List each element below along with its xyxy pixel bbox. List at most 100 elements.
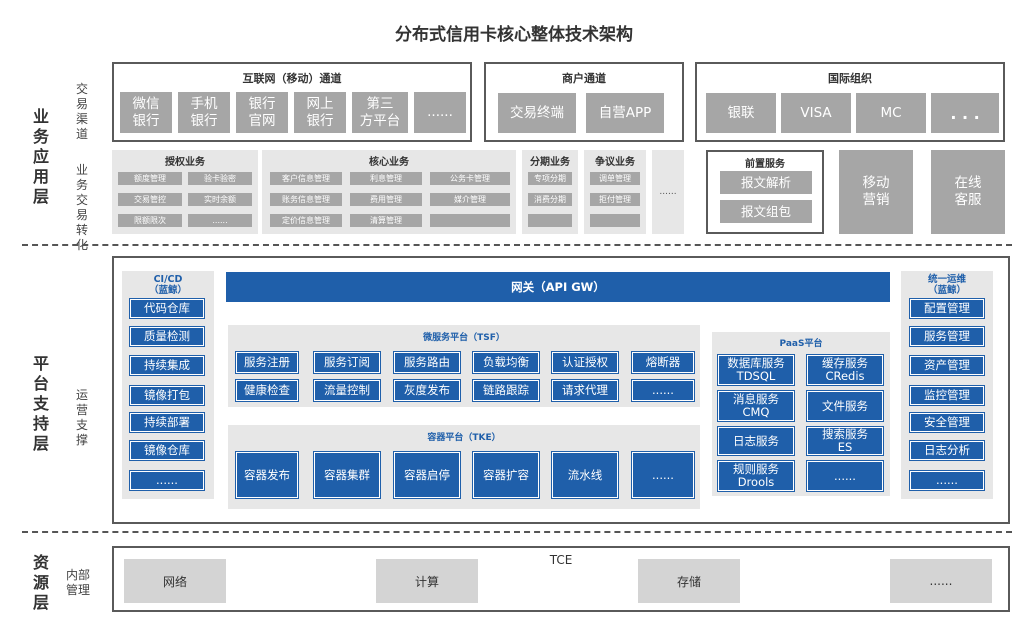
core-item-4: 账务信息管理	[270, 193, 342, 206]
dispute-item-2: 拒付管理	[590, 193, 640, 206]
page-title: 分布式信用卡核心整体技术架构	[395, 24, 633, 45]
core-item-6: 媒介管理	[430, 193, 510, 206]
tsf-item-1: 服务注册	[236, 352, 298, 373]
bank-website-box: 银行 官网	[236, 92, 288, 133]
compute-box: 计算	[376, 559, 478, 603]
paas-item-2: 缓存服务 CRedis	[807, 355, 883, 385]
install-item-2: 消费分期	[528, 193, 572, 206]
third-party-box: 第三 方平台	[352, 92, 408, 133]
core-item-8: 清算管理	[350, 214, 422, 227]
paas-item-6: 搜索服务 ES	[807, 427, 883, 455]
ops-item-4: 监控管理	[910, 386, 984, 405]
channel-sublabel: 交 易 渠 道	[75, 82, 88, 141]
resource-layer-label: 资 源 层	[32, 553, 49, 612]
resource-more-box: ......	[890, 559, 992, 603]
internal-sublabel: 内部 管理	[65, 568, 90, 597]
tke-item-6: ......	[632, 452, 694, 498]
auth-title: 授权业务	[165, 157, 205, 168]
mobile-bank-box: 手机 银行	[178, 92, 230, 133]
ops-item-6: 日志分析	[910, 441, 984, 460]
install-item-1: 专项分期	[528, 172, 572, 185]
intl-org-title: 国际组织	[828, 72, 872, 85]
auth-item-5: 限额限次	[118, 214, 182, 227]
ops-title: 统一运维 （蓝鲸）	[927, 274, 966, 296]
tke-item-1: 容器发布	[236, 452, 298, 498]
paas-item-8: ......	[807, 461, 883, 491]
mc-box: MC	[856, 93, 926, 133]
ops-item-1: 配置管理	[910, 299, 984, 318]
tsf-title: 微服务平台（TSF）	[423, 333, 505, 343]
biz-more-panel: ......	[652, 150, 684, 234]
platform-layer-label: 平 台 支 持 层	[32, 354, 49, 453]
auth-item-4: 实时余额	[188, 193, 252, 206]
code-repo-box: 代码仓库	[130, 299, 204, 318]
auth-item-2: 验卡验密	[188, 172, 252, 185]
tsf-item-2: 服务订阅	[314, 352, 380, 373]
core-item-9	[430, 214, 510, 227]
network-box: 网络	[124, 559, 226, 603]
ops-item-3: 资产管理	[910, 356, 984, 375]
tsf-item-9: 灰度发布	[394, 380, 460, 401]
tke-item-5: 流水线	[552, 452, 618, 498]
core-item-3: 公务卡管理	[430, 172, 510, 185]
online-bank-box: 网上 银行	[294, 92, 346, 133]
quality-check-box: 质量检测	[130, 327, 204, 346]
online-service-box: 在线 客服	[931, 150, 1005, 234]
tsf-item-12: ......	[632, 380, 694, 401]
core-title: 核心业务	[369, 157, 409, 168]
dispute-title: 争议业务	[595, 157, 635, 168]
core-item-1: 客户信息管理	[270, 172, 342, 185]
dispute-item-1: 调单管理	[590, 172, 640, 185]
unionpay-box: 银联	[706, 93, 776, 133]
core-item-5: 费用管理	[350, 193, 422, 206]
internet-channel-title: 互联网（移动）通道	[242, 72, 342, 85]
image-repo-box: 镜像仓库	[130, 441, 204, 460]
separator-1	[22, 244, 1012, 246]
auth-item-3: 交易管控	[118, 193, 182, 206]
tsf-item-8: 流量控制	[314, 380, 380, 401]
mobile-marketing-box: 移动 营销	[839, 150, 913, 234]
install-title: 分期业务	[530, 157, 570, 168]
own-app-box: 自营APP	[586, 93, 664, 133]
separator-2	[22, 531, 1012, 533]
paas-item-3: 消息服务 CMQ	[718, 391, 794, 421]
paas-item-4: 文件服务	[807, 391, 883, 421]
visa-box: VISA	[781, 93, 851, 133]
auth-item-6: ......	[188, 214, 252, 227]
channel-more-box: ......	[414, 92, 466, 133]
storage-box: 存储	[638, 559, 740, 603]
paas-item-1: 数据库服务 TDSQL	[718, 355, 794, 385]
tke-item-2: 容器集群	[314, 452, 380, 498]
tsf-item-11: 请求代理	[552, 380, 618, 401]
paas-item-5: 日志服务	[718, 427, 794, 455]
auth-item-1: 额度管理	[118, 172, 182, 185]
tce-label: TCE	[549, 553, 573, 567]
tsf-item-7: 健康检查	[236, 380, 298, 401]
front-service-title: 前置服务	[745, 159, 785, 170]
terminal-box: 交易终端	[498, 93, 576, 133]
ci-box: 持续集成	[130, 356, 204, 375]
api-gateway-bar: 网关（API GW）	[226, 272, 890, 302]
ops-item-2: 服务管理	[910, 327, 984, 346]
tsf-item-5: 认证授权	[552, 352, 618, 373]
paas-item-7: 规则服务 Drools	[718, 461, 794, 491]
cicd-more-box: ......	[130, 471, 204, 490]
intl-more-box: . . .	[931, 93, 999, 133]
cicd-title: CI/CD （蓝鲸）	[148, 274, 187, 296]
cd-box: 持续部署	[130, 413, 204, 432]
internet-channel-box: 互联网（移动）通道	[112, 62, 472, 142]
tke-title: 容器平台（TKE）	[427, 433, 501, 443]
tsf-item-4: 负载均衡	[473, 352, 539, 373]
resource-frame	[112, 546, 1010, 612]
ops-item-7: ......	[910, 471, 984, 490]
tke-panel	[228, 425, 700, 509]
msg-parse-box: 报文解析	[720, 171, 812, 194]
tsf-item-6: 熔断器	[632, 352, 694, 373]
tsf-panel	[228, 325, 700, 407]
business-layer-label: 业 务 应 用 层	[32, 107, 49, 206]
core-item-7: 定价信息管理	[270, 214, 342, 227]
tsf-item-3: 服务路由	[394, 352, 460, 373]
merchant-channel-title: 商户通道	[562, 72, 606, 85]
tke-item-3: 容器启停	[394, 452, 460, 498]
ops-sublabel: 运 营 支 撑	[75, 388, 88, 447]
